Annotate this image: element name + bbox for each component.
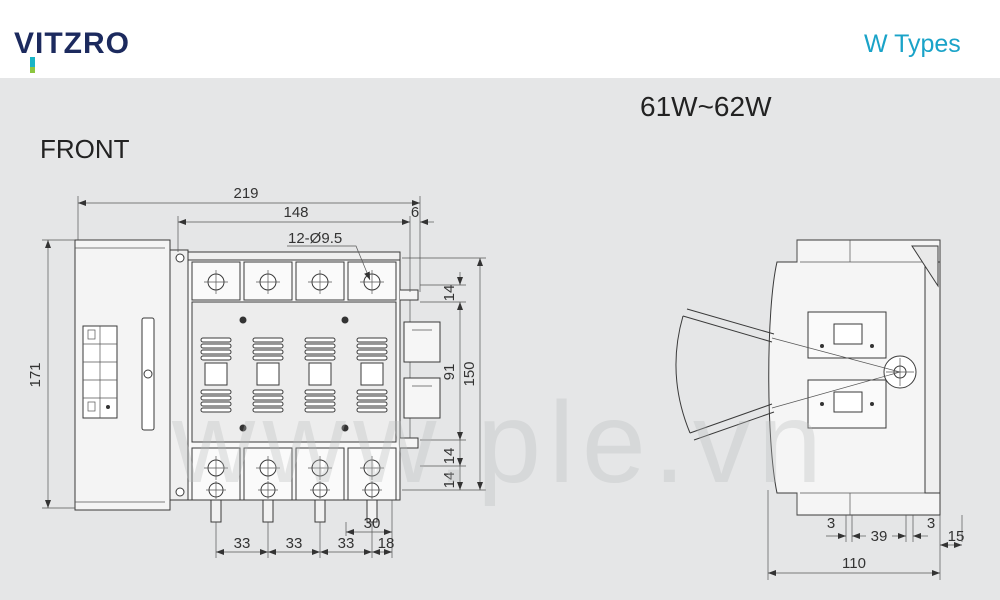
top-terminal-2: [243, 261, 293, 301]
dim-bottom-extensions: [215, 500, 393, 558]
model-title: 61W~62W: [640, 91, 772, 122]
side-view: [675, 239, 941, 516]
holes-leader: [287, 245, 371, 281]
auxiliary-contact-part: [403, 321, 441, 363]
side-body-inner-lines: [796, 240, 925, 515]
dim-overall-width: 219: [233, 185, 258, 202]
indicator-grid-part: [87, 401, 96, 412]
cover-screws-part: [341, 316, 349, 324]
handle-slot: [141, 317, 155, 431]
indicator-grid-part: [87, 329, 96, 340]
top-terminal-1: [191, 261, 241, 301]
dim-pitch-2: 33: [286, 535, 303, 552]
indicator-grid-part: [106, 405, 110, 409]
logo-accent-tip: [30, 67, 35, 73]
side-dimensions: 110 3 39 3 15: [767, 490, 965, 580]
operating-handle: [675, 308, 902, 441]
indicator-grid: [82, 325, 118, 419]
side-terminal-lower-part: [833, 391, 863, 413]
side-terminal-lower-part: [870, 402, 874, 406]
dim-frame-width: 148: [283, 204, 308, 221]
side-terminal-upper-part: [833, 323, 863, 345]
front-dimensions: 219 148 6 12-Ø9.5 171 150 91 14 14 14 30…: [27, 185, 486, 558]
brand-logo: VITZRO: [14, 27, 130, 73]
dim-right-extensions: [402, 257, 486, 491]
handle-slot-part: [143, 369, 153, 379]
side-terminal-upper-part: [870, 344, 874, 348]
cover-screws-part: [341, 424, 349, 432]
dim-left-margin: 3: [827, 515, 835, 532]
side-top-bracket: [911, 245, 939, 288]
dim-pitch-3: 33: [338, 535, 355, 552]
dim-right-margin: 3: [927, 515, 935, 532]
series-title: W Types: [864, 30, 961, 58]
dim-depth: 110: [842, 555, 866, 572]
cover-screws-part: [239, 316, 247, 324]
side-rail: [924, 261, 941, 494]
operating-handle-part: [682, 308, 775, 343]
side-terminal-lower: [807, 379, 887, 429]
dim-mounting-holes: 12-Ø9.5: [288, 230, 342, 247]
top-terminal-3: [295, 261, 345, 301]
left-panel-edge: [75, 247, 165, 503]
dim-bottom-gap-1: 14: [441, 448, 458, 465]
dim-overall-height: 171: [27, 362, 44, 387]
auxiliary-contact-part: [403, 377, 441, 419]
body-top-strip: [187, 251, 401, 261]
dim-top-gap: 14: [441, 285, 458, 302]
indicator-grid-part: [83, 326, 117, 418]
watermark: www.ple.vn: [171, 379, 822, 507]
dim-pitch-1: 33: [234, 535, 251, 552]
side-terminal-upper-part: [820, 344, 824, 348]
operating-handle-part: [771, 337, 902, 409]
dim-center-width: 39: [871, 528, 888, 545]
operating-handle-part: [675, 315, 691, 434]
dim-right-offset: 6: [411, 204, 419, 221]
dim-mounting-height: 150: [461, 361, 478, 386]
header-bar: [0, 0, 1000, 78]
cover-screws: [239, 316, 349, 432]
dim-center-height: 91: [441, 364, 458, 381]
dim-bottom-gap-2: 14: [441, 472, 458, 489]
dim-end-pitch: 18: [378, 535, 395, 552]
mounting-slot-bottom: [175, 487, 185, 497]
top-terminal-4: [347, 261, 397, 301]
cover-screws-part: [239, 424, 247, 432]
mounting-slot-top: [175, 253, 185, 263]
operating-handle-part: [689, 403, 775, 441]
dim-offset: 15: [948, 528, 965, 545]
side-body: [768, 239, 941, 516]
auxiliary-contact: [400, 289, 441, 449]
auxiliary-contact-part: [400, 289, 419, 449]
logo-accent-bar: [30, 57, 35, 73]
side-terminal-lower-part: [820, 402, 824, 406]
logo-text: VITZRO: [14, 27, 130, 60]
left-panel: [74, 239, 171, 511]
front-view: [74, 239, 441, 523]
auxiliary-contact-part: [412, 329, 432, 387]
side-terminal-upper: [807, 311, 887, 359]
view-label: FRONT: [40, 134, 130, 164]
dim-terminal-span: 30: [364, 515, 381, 532]
